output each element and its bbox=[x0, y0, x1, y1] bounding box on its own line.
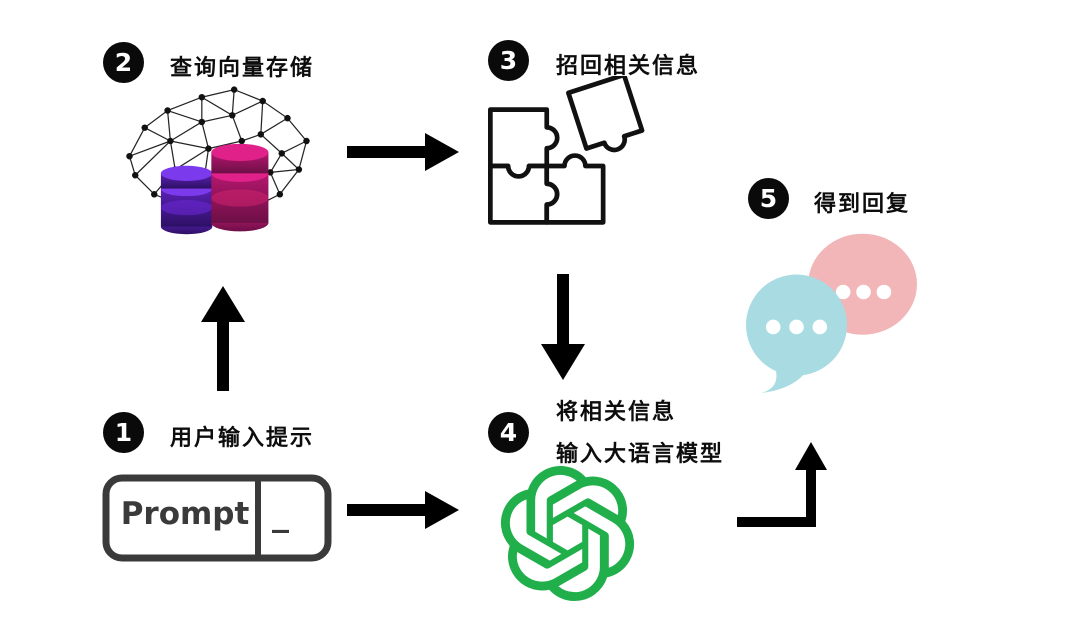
chat-bubble-teal bbox=[746, 274, 848, 394]
step-3-label: 招回相关信息 bbox=[556, 54, 701, 79]
step-2-number: 2 bbox=[114, 48, 133, 77]
prompt-cursor: _ bbox=[272, 494, 289, 534]
database-stack-magenta bbox=[211, 143, 269, 232]
step-1-number: 1 bbox=[114, 418, 133, 447]
vector-store-network-icon bbox=[126, 86, 310, 235]
arrow-elbow-step4-to-step5 bbox=[737, 442, 827, 527]
step-3-badge: 3 bbox=[488, 40, 529, 81]
step-3-number: 3 bbox=[499, 46, 518, 75]
openai-logo-icon bbox=[500, 466, 635, 601]
puzzle-pieces-icon bbox=[488, 76, 645, 225]
prompt-box-outline bbox=[102, 474, 332, 562]
step-5-number: 5 bbox=[759, 184, 778, 213]
step-4-label-line2: 输入大语言模型 bbox=[556, 442, 725, 467]
arrow-down-step3-to-step4 bbox=[541, 274, 585, 380]
step-4-number: 4 bbox=[499, 418, 518, 447]
step-1-badge: 1 bbox=[103, 412, 144, 453]
step-4-label-line1: 将相关信息 bbox=[556, 400, 677, 425]
step-2-label: 查询向量存储 bbox=[170, 56, 315, 81]
arrow-right-step1-to-step4 bbox=[347, 491, 459, 529]
step-5-label: 得到回复 bbox=[814, 192, 911, 217]
puzzle-piece-bottom-right bbox=[544, 153, 606, 225]
database-stack-purple bbox=[160, 165, 213, 235]
puzzle-piece-detached bbox=[566, 76, 645, 153]
arrow-right-step2-to-step3 bbox=[347, 133, 459, 171]
chat-bubbles-icon bbox=[746, 233, 917, 394]
step-5-badge: 5 bbox=[748, 178, 789, 219]
prompt-text: Prompt bbox=[120, 496, 250, 532]
prompt-box: Prompt _ bbox=[100, 468, 335, 568]
step-1-label: 用户输入提示 bbox=[170, 426, 315, 451]
step-2-badge: 2 bbox=[103, 42, 144, 83]
step-4-badge: 4 bbox=[488, 412, 529, 453]
arrow-up-step1-to-step2 bbox=[201, 286, 245, 391]
